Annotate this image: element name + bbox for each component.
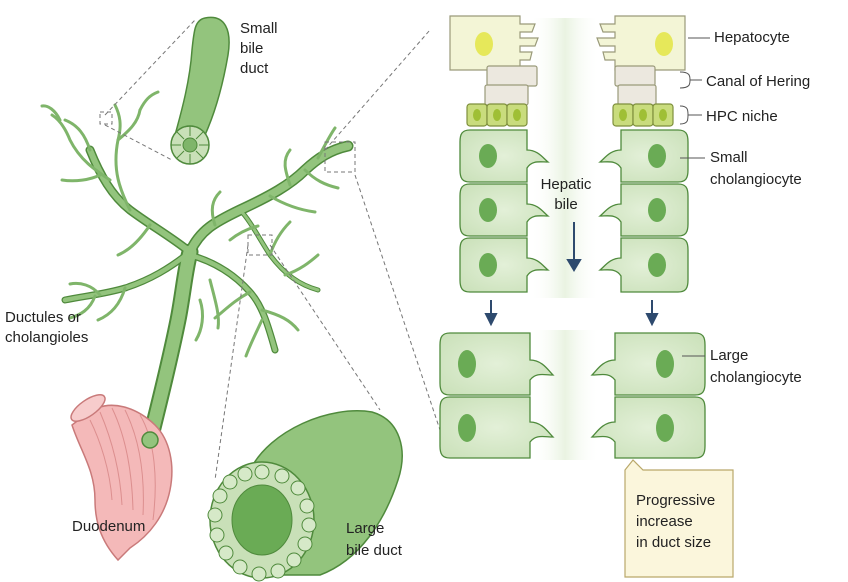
label-small-bile-duct-2: bile — [240, 40, 263, 57]
hering-cell-right-1 — [615, 66, 655, 86]
label-large-cholangiocyte-1: Large — [710, 347, 748, 364]
label-progressive-1: Progressive — [636, 492, 715, 509]
hering-cell-left-1 — [487, 66, 537, 86]
label-small-bile-duct-1: Small — [240, 20, 278, 37]
label-large-bile-duct-2: bile duct — [346, 542, 403, 559]
label-duodenum: Duodenum — [72, 518, 145, 535]
label-large-bile-duct-1: Large — [346, 520, 384, 537]
large-cholangiocyte — [592, 397, 705, 458]
label-canal-of-hering: Canal of Hering — [706, 73, 810, 90]
large-cholangiocyte — [592, 333, 705, 395]
small-bile-duct-illustration — [171, 17, 229, 164]
small-cholangiocyte — [600, 130, 688, 182]
small-cholangiocyte — [600, 238, 688, 292]
label-progressive-3: in duct size — [636, 534, 711, 551]
label-small-bile-duct-3: duct — [240, 60, 269, 77]
label-hepatic-bile-2: bile — [554, 196, 577, 213]
label-ductules-2: cholangioles — [5, 329, 88, 346]
label-large-cholangiocyte-2: cholangiocyte — [710, 369, 802, 386]
hepatocyte-left — [450, 16, 538, 70]
hering-cell-right-2 — [618, 85, 656, 105]
label-hpc-niche: HPC niche — [706, 108, 778, 125]
label-hepatocyte: Hepatocyte — [714, 29, 790, 46]
small-cholangiocyte — [600, 184, 688, 236]
hering-cell-left-2 — [485, 85, 528, 105]
label-ductules-1: Ductules or — [5, 309, 81, 326]
label-small-cholangiocyte-2: cholangiocyte — [710, 171, 802, 188]
label-small-cholangiocyte-1: Small — [710, 149, 748, 166]
label-progressive-2: increase — [636, 513, 693, 530]
label-hepatic-bile-1: Hepatic — [541, 176, 592, 193]
